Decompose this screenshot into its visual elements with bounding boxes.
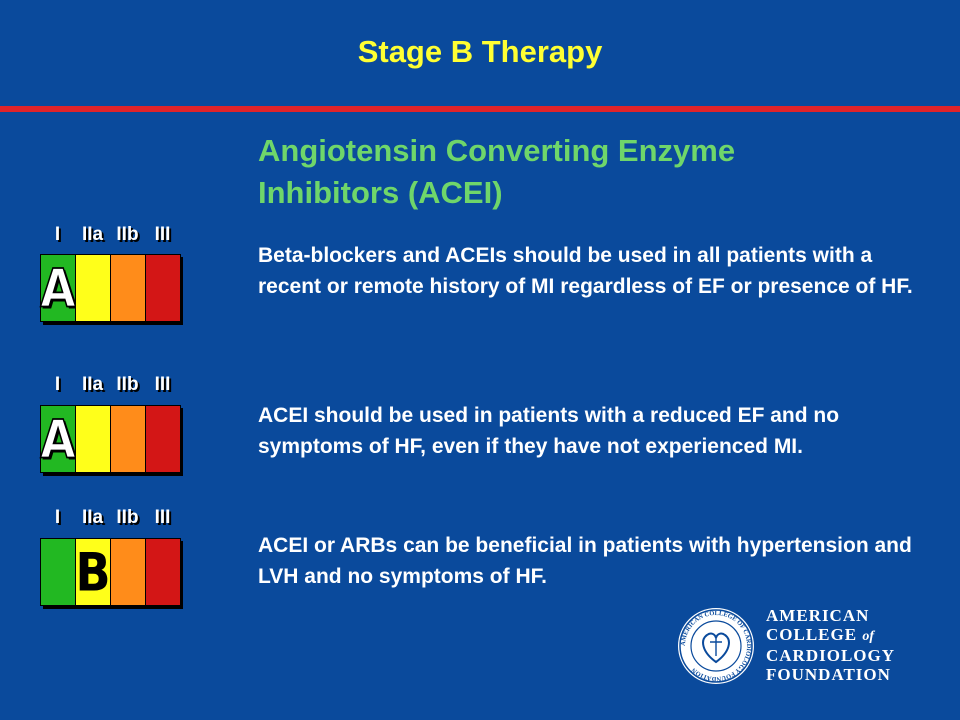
class-iib-segment [110,538,146,606]
recommendation-class-box: B [40,538,181,606]
class-iia-segment: B [75,538,111,606]
class-iib-segment [110,254,146,322]
class-iii-segment [145,538,181,606]
class-label-iib: IIb [116,374,139,395]
class-iia-segment [75,405,111,473]
class-iia-segment [75,254,111,322]
class-labels: I IIa IIb III [40,224,182,248]
slide-subtitle: Angiotensin Converting Enzyme Inhibitors… [258,130,898,214]
evidence-level-letter: B [75,540,111,604]
class-label-iia: IIa [81,374,104,395]
subtitle-line-1: Angiotensin Converting Enzyme [258,133,736,168]
logo-line-2: COLLEGE of [766,625,875,644]
class-iii-segment [145,254,181,322]
class-label-i: I [54,224,61,245]
class-i-segment: A [39,254,77,322]
class-label-i: I [54,374,61,395]
class-labels: I IIa IIb III [40,374,182,398]
class-label-iii: III [154,374,171,395]
class-i-segment [40,538,76,606]
recommendation-class-box: A [39,254,181,322]
class-label-iii: III [154,507,171,528]
acc-wordmark: AMERICAN COLLEGE of CARDIOLOGY FOUNDATIO… [766,606,895,684]
logo-line-1: AMERICAN [766,606,870,625]
recommendation-text: ACEI should be used in patients with a r… [258,404,840,458]
title-divider [0,106,960,112]
evidence-level-letter: A [39,256,76,320]
class-label-iia: IIa [81,224,104,245]
logo-line-4: FOUNDATION [766,665,891,684]
logo-line-3: CARDIOLOGY [766,646,896,665]
class-label-iia: IIa [81,507,104,528]
evidence-level-letter: A [39,407,76,471]
recommendation-text: Beta-blockers and ACEIs should be used i… [258,244,913,298]
class-i-segment: A [39,405,77,473]
recommendation-text: ACEI or ARBs can be beneficial in patien… [258,534,912,588]
class-label-iii: III [154,224,171,245]
class-label-iib: IIb [116,507,139,528]
acc-seal-logo: AMERICAN COLLEGE OF CARDIOLOGY FOUNDATIO… [678,608,754,684]
class-label-iib: IIb [116,224,139,245]
subtitle-line-2: Inhibitors (ACEI) [258,175,503,210]
class-iib-segment [110,405,146,473]
class-label-i: I [54,507,61,528]
recommendation-class-box: A [39,405,181,473]
class-iii-segment [145,405,181,473]
class-labels: I IIa IIb III [40,507,182,531]
slide-title: Stage B Therapy [357,34,603,69]
